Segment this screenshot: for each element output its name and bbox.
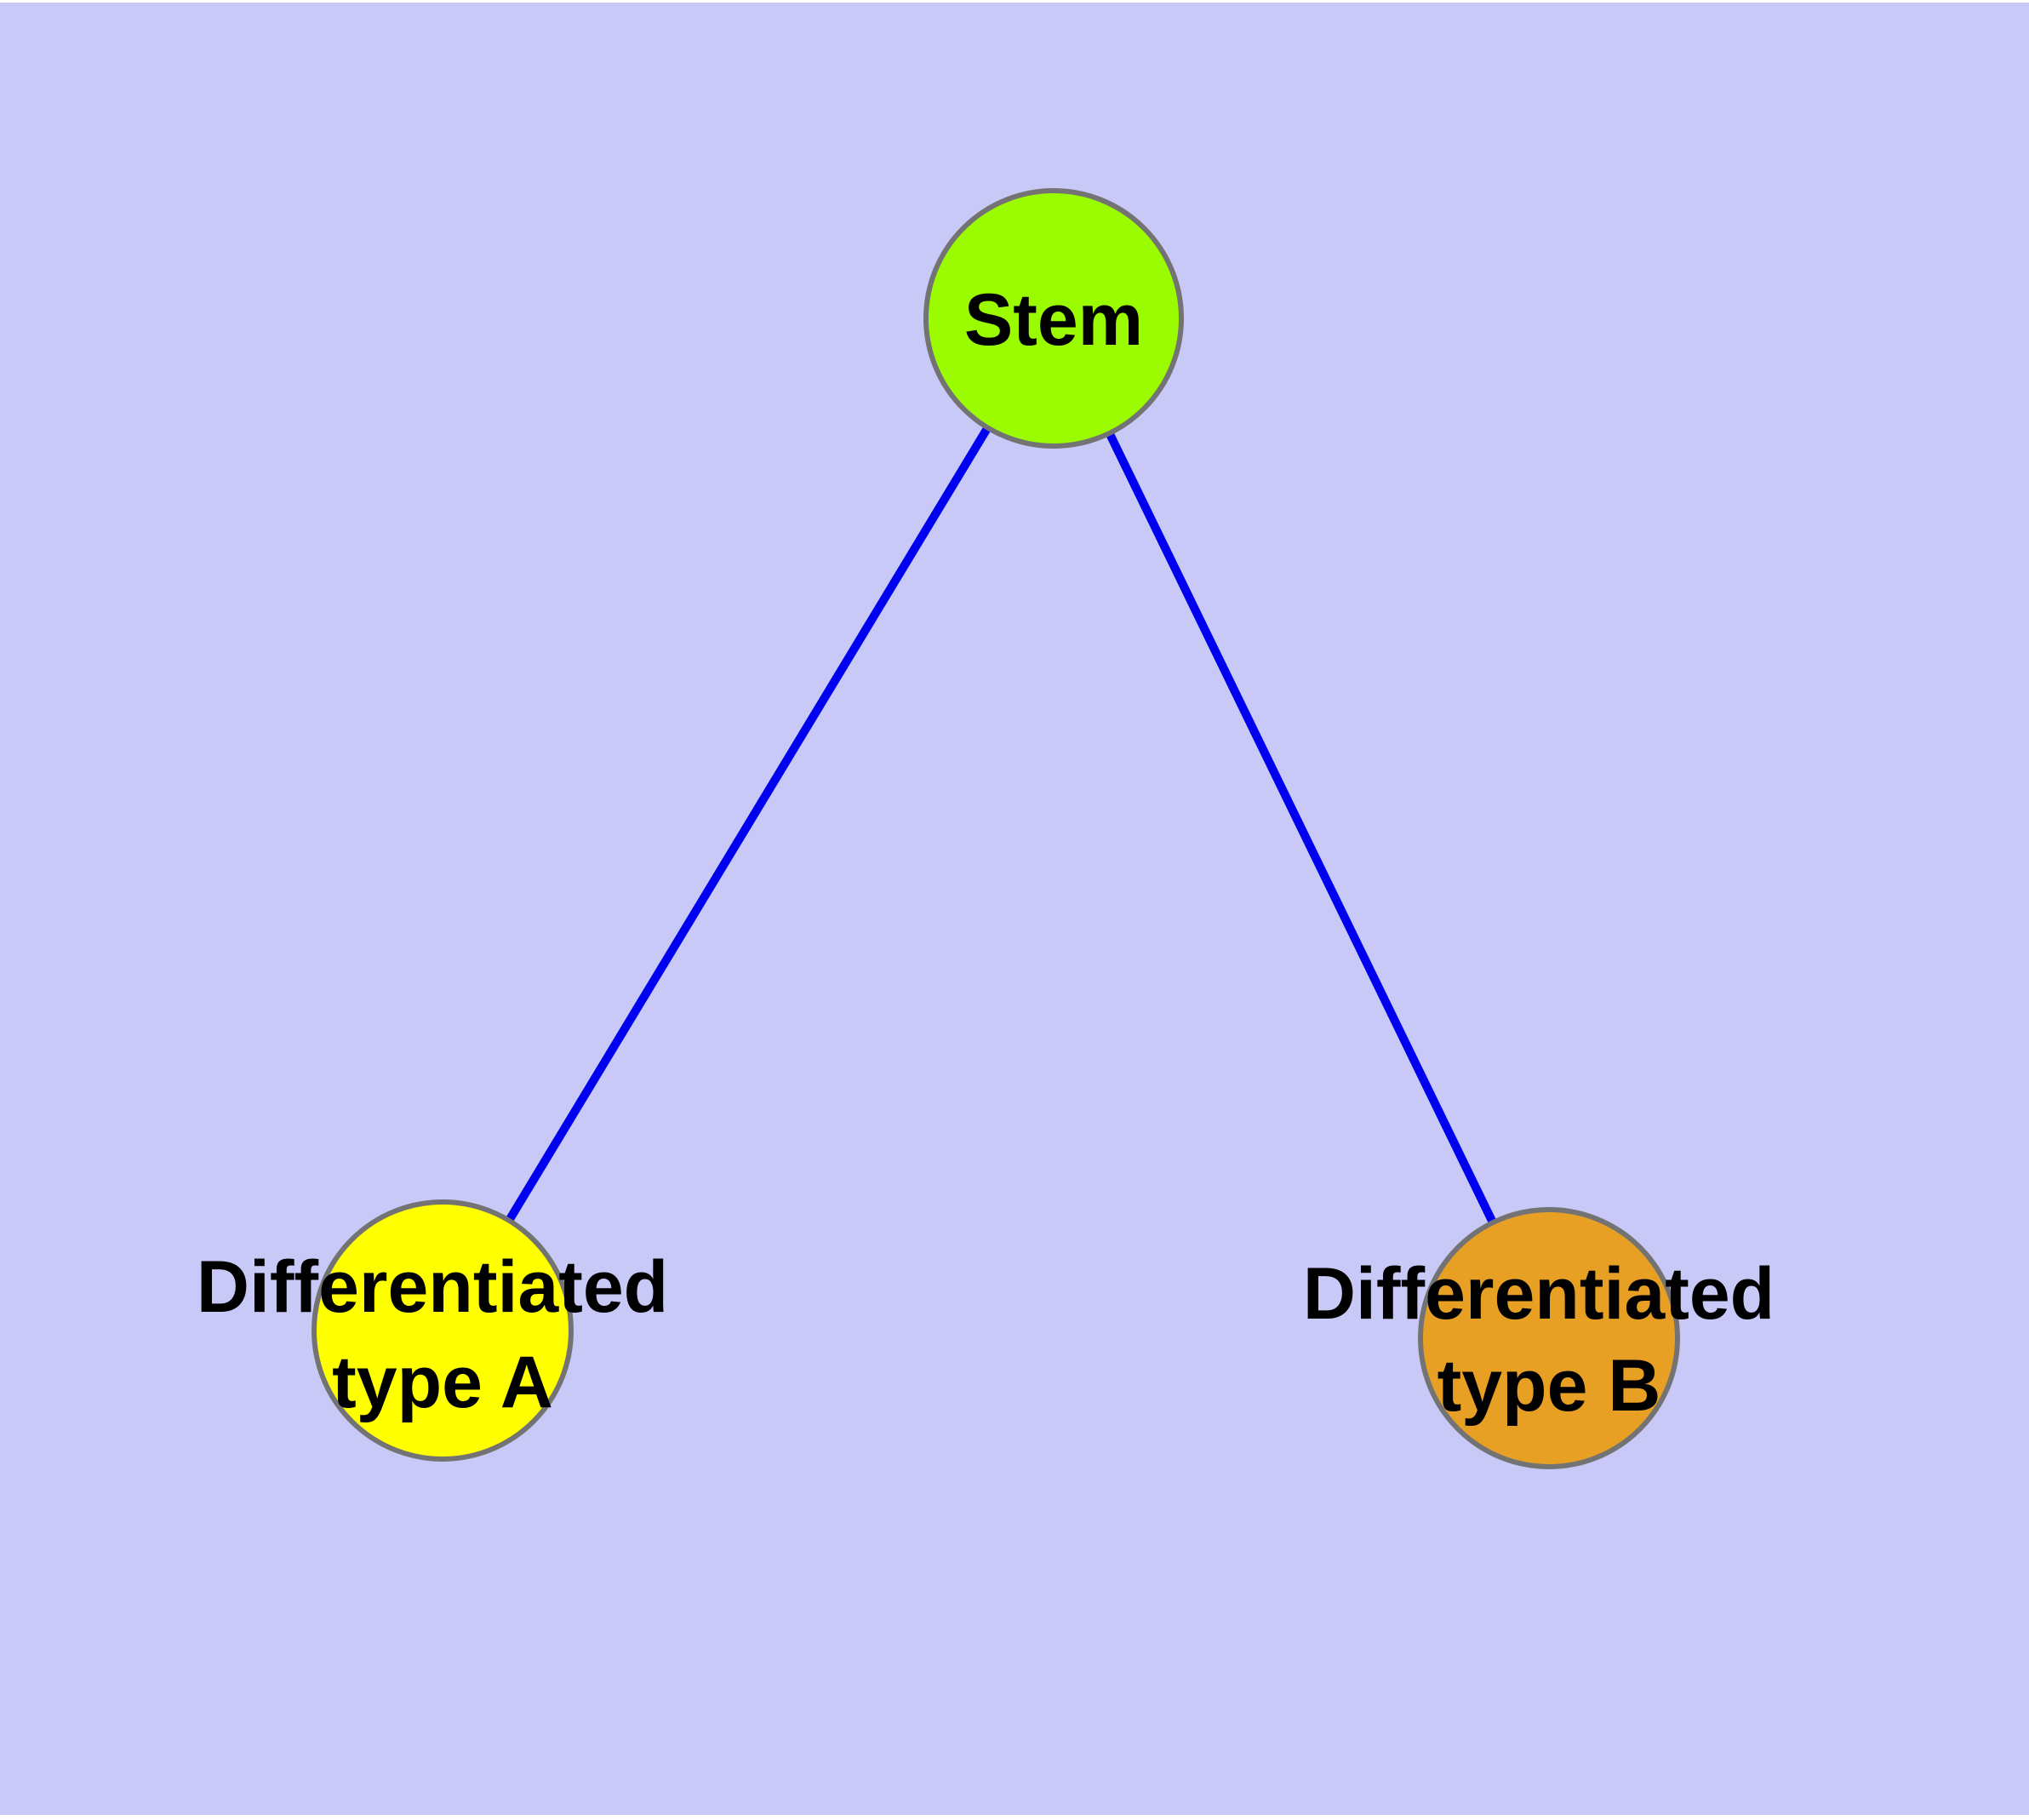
node-type-a-label-line2: type A [332,1342,553,1423]
node-differentiated-type-a: Differentiated type A [197,1199,689,1462]
edge-stem-to-type-b [1049,316,1553,1341]
node-type-a-label-line1: Differentiated [197,1246,668,1328]
node-type-b-circle [1418,1207,1680,1469]
edge-group [438,316,1553,1341]
node-differentiated-type-b: Differentiated type B [1303,1207,1795,1469]
edge-stem-to-type-a [438,316,1058,1333]
node-type-b-label: Differentiated type B [1303,1228,1795,1427]
node-type-b-label-line2: type B [1437,1345,1661,1427]
node-stem: Stem [923,188,1184,449]
node-type-b-label-line1: Differentiated [1303,1253,1775,1335]
node-stem-circle [923,188,1184,449]
node-type-a-circle [311,1199,574,1462]
node-stem-label: Stem [964,279,1143,361]
node-type-a-label: Differentiated type A [197,1222,689,1423]
